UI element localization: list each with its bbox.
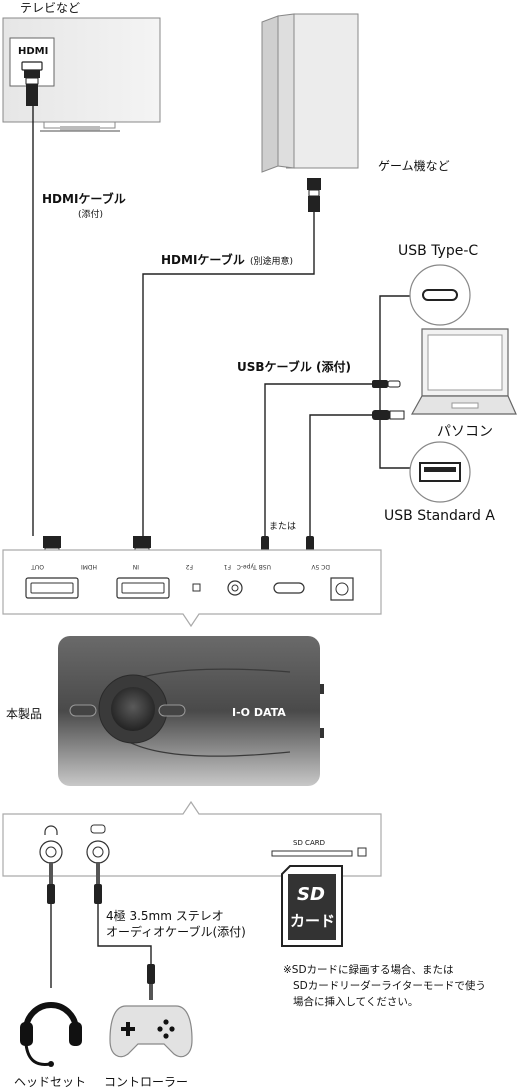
controller-icon bbox=[109, 1005, 193, 1058]
tv-hdmi-port-label: HDMI bbox=[18, 46, 48, 57]
front-panel bbox=[2, 800, 382, 877]
port-in-label: IN bbox=[133, 563, 139, 570]
usb-cable-label: USBケーブル (添付) bbox=[237, 359, 351, 374]
hdmi-cable-separate-note: (別途用意) bbox=[250, 255, 293, 267]
hdmi-cable-included-label: HDMIケーブル bbox=[42, 191, 126, 206]
usb-a-plug bbox=[372, 410, 405, 420]
back-panel bbox=[2, 549, 382, 628]
hdmi-cable-included-note: (添付) bbox=[78, 209, 103, 220]
sd-logo: SD bbox=[297, 884, 325, 905]
audio-plugs bbox=[47, 862, 155, 1000]
port-dc-label: DC 5V bbox=[310, 563, 330, 570]
note-line-2: SDカードリーダーライターモードで使う bbox=[293, 979, 486, 992]
note-line-1: ※SDカードに録画する場合、または bbox=[283, 963, 454, 976]
tv-label: テレビなど bbox=[20, 1, 80, 15]
usb-c-label: USB Type-C bbox=[398, 243, 478, 259]
sd-card-text: カード bbox=[290, 912, 335, 930]
usb-a-label: USB Standard A bbox=[384, 508, 495, 524]
usb-c-plug bbox=[372, 380, 401, 388]
sd-card-icon bbox=[281, 865, 343, 947]
hdmi-plug-tv bbox=[24, 70, 40, 106]
cable-lines bbox=[32, 106, 410, 536]
port-usb-c-label: USB Type-C bbox=[237, 563, 271, 570]
usb-c-port-icon bbox=[409, 264, 471, 326]
controller-label: コントローラー bbox=[104, 1075, 188, 1089]
headset-icon bbox=[20, 1002, 82, 1067]
game-console bbox=[261, 13, 359, 173]
gamepad-icon bbox=[90, 824, 106, 834]
port-f1-label: F1 bbox=[224, 563, 231, 570]
headphone-icon bbox=[44, 825, 58, 835]
hdmi-plug-console bbox=[307, 178, 321, 212]
console-label: ゲーム機など bbox=[378, 158, 450, 173]
usb-a-port-icon bbox=[409, 441, 471, 503]
brand-logo: I-O DATA bbox=[232, 706, 286, 719]
device-unit bbox=[58, 636, 324, 786]
headset-label: ヘッドセット bbox=[14, 1075, 86, 1089]
audio-cable-label-2: オーディオケーブル(添付) bbox=[106, 924, 246, 939]
or-label: または bbox=[269, 521, 296, 532]
hdmi-cable-separate-label: HDMIケーブル bbox=[161, 252, 245, 267]
device-label: 本製品 bbox=[6, 707, 42, 721]
audio-cable-label-1: 4極 3.5mm ステレオ bbox=[106, 908, 224, 923]
note-line-3: 場合に挿入してください。 bbox=[293, 995, 418, 1008]
port-f2-label: F2 bbox=[186, 563, 193, 570]
audio-cables bbox=[50, 900, 152, 988]
pc-label: パソコン bbox=[437, 424, 493, 440]
sd-card-slot-label: SD CARD bbox=[293, 839, 325, 847]
port-out-label: OUT bbox=[31, 563, 44, 570]
laptop-icon bbox=[410, 328, 517, 415]
port-hdmi-label: HDMI bbox=[81, 563, 97, 570]
